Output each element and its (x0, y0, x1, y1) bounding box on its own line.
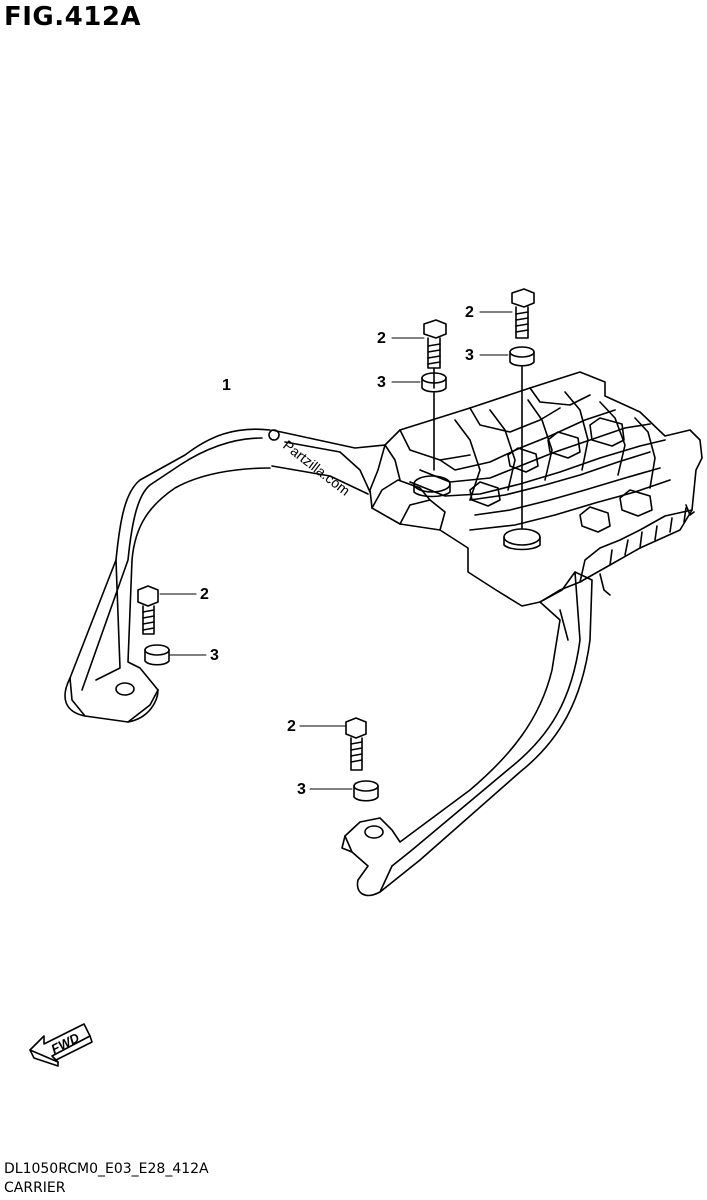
fwd-label: FWD (49, 1030, 83, 1057)
left-grab-arm (64, 428, 271, 723)
carrier-body (369, 371, 703, 607)
bolt-bottom-shape (345, 717, 367, 771)
washer-bottom-shape (353, 780, 379, 802)
callout-washer-bottom: 3 (297, 781, 306, 798)
bolt-mid-left-shape (137, 585, 159, 635)
callout-washer-mid-left: 3 (210, 647, 219, 664)
watermark-text: Partzilla.com (280, 437, 353, 499)
right-grab-arm (341, 571, 593, 897)
leader-lines (159, 311, 513, 790)
bolt-top-right-shape (511, 288, 535, 339)
fwd-arrow-icon (29, 1023, 93, 1067)
callout-part-1: 1 (222, 377, 231, 394)
callout-bolt-mid-left: 2 (200, 586, 209, 603)
bolt-top-left-shape (423, 319, 447, 389)
upper-bar (268, 429, 386, 495)
figure-code: DL1050RCM0_E03_E28_412A (4, 1161, 209, 1177)
figure-name: CARRIER (4, 1180, 66, 1196)
callout-washer-top-left: 3 (377, 374, 386, 391)
figure-title: FIG.412A (4, 2, 142, 32)
callout-washer-top-right: 3 (465, 347, 474, 364)
callout-bolt-top-left: 2 (377, 330, 386, 347)
callout-bolt-top-right: 2 (465, 304, 474, 321)
washer-mid-left-shape (144, 644, 170, 666)
callout-bolt-bottom: 2 (287, 718, 296, 735)
washer-top-right-shape (509, 346, 535, 529)
washer-top-left-shape (421, 372, 447, 471)
